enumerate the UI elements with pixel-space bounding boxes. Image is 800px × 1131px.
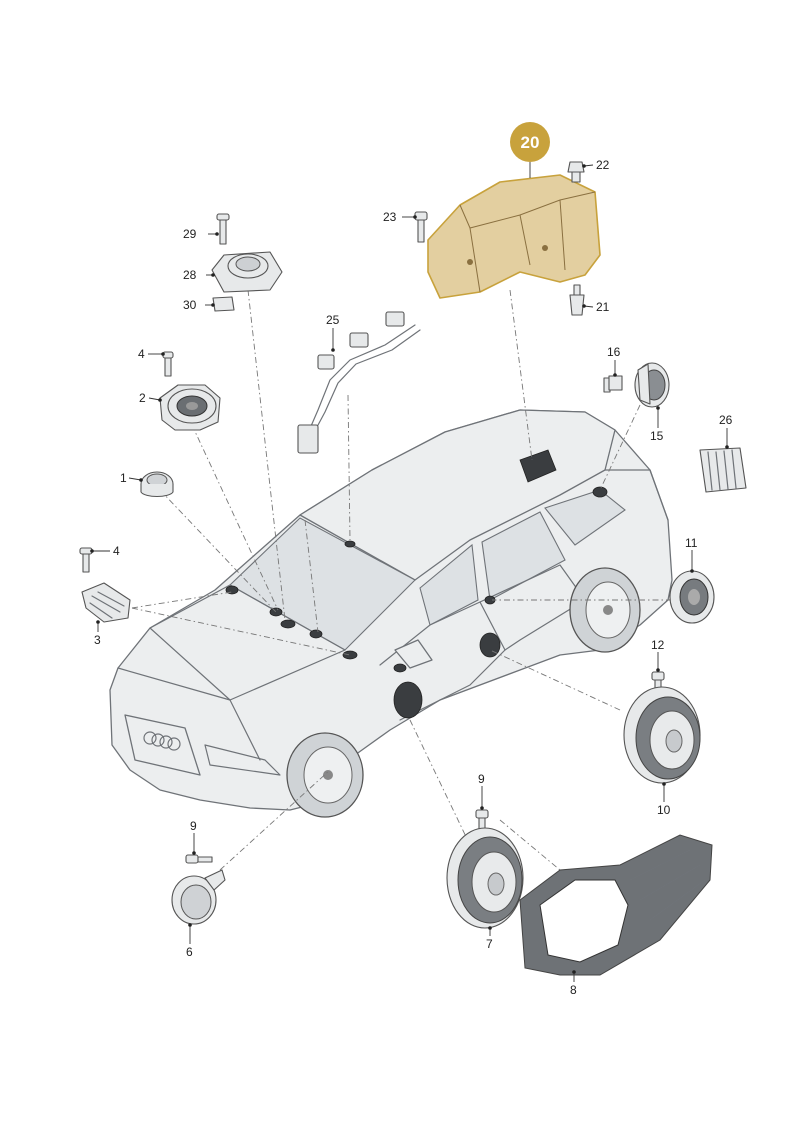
callout-29: 29 [183,227,197,241]
screw-icon [79,547,93,573]
screw-icon [216,213,230,245]
screw-icon [569,284,585,316]
callout-28: 28 [183,268,197,282]
callout-2: 2 [139,391,146,405]
speaker-icon[interactable] [159,384,221,431]
speaker-icon[interactable] [446,827,524,929]
audi-rings-icon [143,731,181,751]
connection-lines [131,289,672,871]
rear-wheel [569,567,641,653]
callout-26: 26 [719,413,733,427]
callout-6: 6 [186,945,193,959]
part-20-badge: 20 [510,122,550,178]
callout-23: 23 [383,210,397,224]
callout-labels: 22 23 21 29 28 30 25 4 2 1 4 3 16 15 26 … [94,158,733,997]
speaker-icon[interactable] [669,570,715,624]
screw-icon [567,161,585,183]
tweeter-icon[interactable] [171,869,226,925]
callout-21: 21 [596,300,610,314]
clip-icon [212,296,235,312]
callout-1: 1 [120,471,127,485]
callout-22: 22 [596,158,610,172]
callout-12: 12 [651,638,665,652]
callout-3: 3 [94,633,101,647]
speaker-icon[interactable] [623,686,701,784]
svg-text:20: 20 [521,133,540,152]
filter-icon[interactable] [699,447,747,493]
door-speaker-panel[interactable] [519,834,713,976]
callout-15: 15 [650,429,664,443]
callout-leaders [90,164,729,982]
screw-icon [414,211,428,243]
car-body-icon [109,409,673,818]
callout-16: 16 [607,345,621,359]
tweeter-icon[interactable] [140,471,174,498]
wiring-harness-icon[interactable] [297,311,421,454]
bracket-icon[interactable] [81,582,131,623]
screw-icon [603,375,623,393]
callout-25: 25 [326,313,340,327]
callout-11: 11 [685,536,698,550]
callout-9-right: 9 [478,772,485,786]
callout-8: 8 [570,983,577,997]
callout-10: 10 [657,803,671,817]
front-wheel [286,732,364,818]
sensor-icon[interactable] [211,251,283,293]
callout-7: 7 [486,937,493,951]
screw-icon [162,351,174,377]
speaker-icon[interactable] [634,362,670,408]
callout-30: 30 [183,298,197,312]
callout-4-bottom: 4 [113,544,120,558]
callout-9-left: 9 [190,819,197,833]
screw-icon [185,854,213,864]
callout-4-top: 4 [138,347,145,361]
subwoofer-icon[interactable] [427,174,601,299]
